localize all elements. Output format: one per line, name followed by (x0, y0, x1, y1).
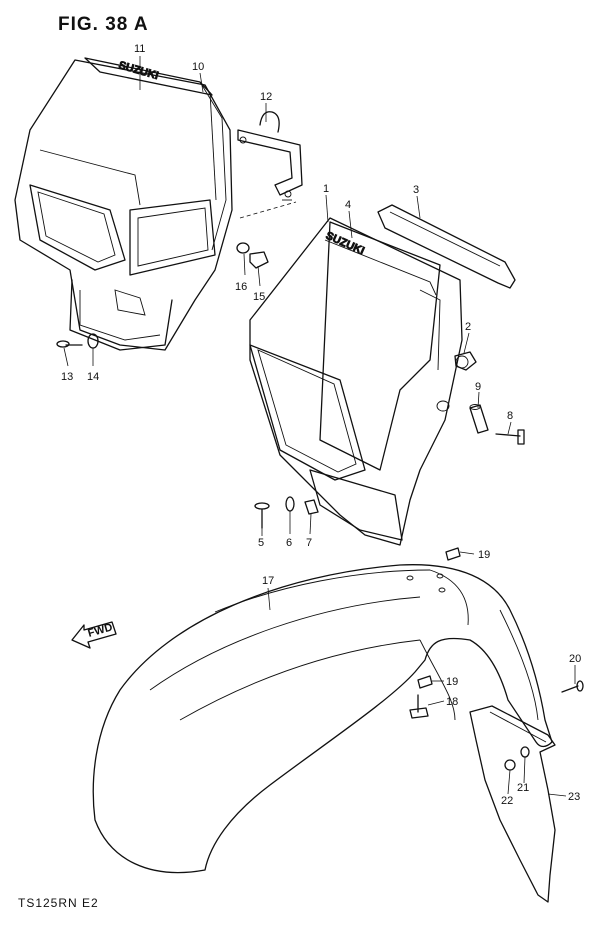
washer-16 (236, 242, 250, 254)
reflector-grid (114, 289, 146, 316)
headlight-bracket (237, 111, 303, 198)
callout-15: 15 (253, 291, 265, 303)
fwd-arrow: FWD (71, 621, 117, 649)
decal-suzuki-upper: SUZUKI (117, 59, 160, 83)
callout-19-top: 19 (478, 549, 490, 561)
headlight-cover-upper (14, 57, 233, 351)
callout-16: 16 (235, 281, 247, 293)
bolt-21 (561, 680, 584, 693)
nut-15 (249, 251, 269, 269)
figure-title: FIG. 38 A (58, 14, 149, 35)
washer-6 (285, 496, 295, 512)
collar-9 (469, 404, 489, 434)
callout-19-mid: 19 (446, 676, 458, 688)
callout-5: 5 (258, 537, 264, 549)
bolt-5 (254, 502, 270, 529)
callout-10: 10 (192, 61, 204, 73)
leader-lines (63, 56, 576, 797)
headlight-cover-lower (249, 217, 469, 546)
clip-19b (417, 675, 433, 689)
clip-19a (445, 547, 461, 561)
callout-13: 13 (61, 371, 73, 383)
callout-8: 8 (507, 410, 513, 422)
visor (377, 204, 516, 289)
washer-22 (520, 746, 530, 758)
callout-11: 11 (134, 43, 145, 55)
bolt-18 (409, 694, 429, 719)
callout-2: 2 (465, 321, 471, 333)
callout-9: 9 (475, 381, 481, 393)
nut-23 (504, 759, 516, 771)
callout-4: 4 (345, 199, 351, 211)
callout-7: 7 (306, 537, 312, 549)
callout-14: 14 (87, 371, 99, 383)
bolt-8 (495, 429, 525, 445)
callout-18: 18 (446, 696, 458, 708)
collar-7 (304, 499, 319, 515)
callout-17: 17 (262, 575, 274, 587)
callout-12: 12 (260, 91, 272, 103)
callout-23: 22 (501, 795, 513, 807)
callout-6: 6 (286, 537, 292, 549)
front-fender (92, 564, 553, 874)
callout-labels: 11 10 12 1 4 3 2 9 8 16 15 13 14 5 6 7 1… (61, 43, 581, 807)
callout-20: 23 (568, 791, 580, 803)
svg-text:SUZUKI: SUZUKI (117, 59, 160, 82)
callout-21: 20 (569, 653, 581, 665)
figure-footer: TS125RN E2 (18, 896, 99, 910)
grommet-2 (454, 351, 477, 371)
callout-22: 21 (517, 782, 529, 794)
bolt-13 (56, 340, 83, 348)
mud-flap (469, 705, 556, 903)
callout-1: 1 (323, 183, 329, 195)
callout-3: 3 (413, 184, 419, 196)
svg-text:FWD: FWD (87, 621, 114, 639)
